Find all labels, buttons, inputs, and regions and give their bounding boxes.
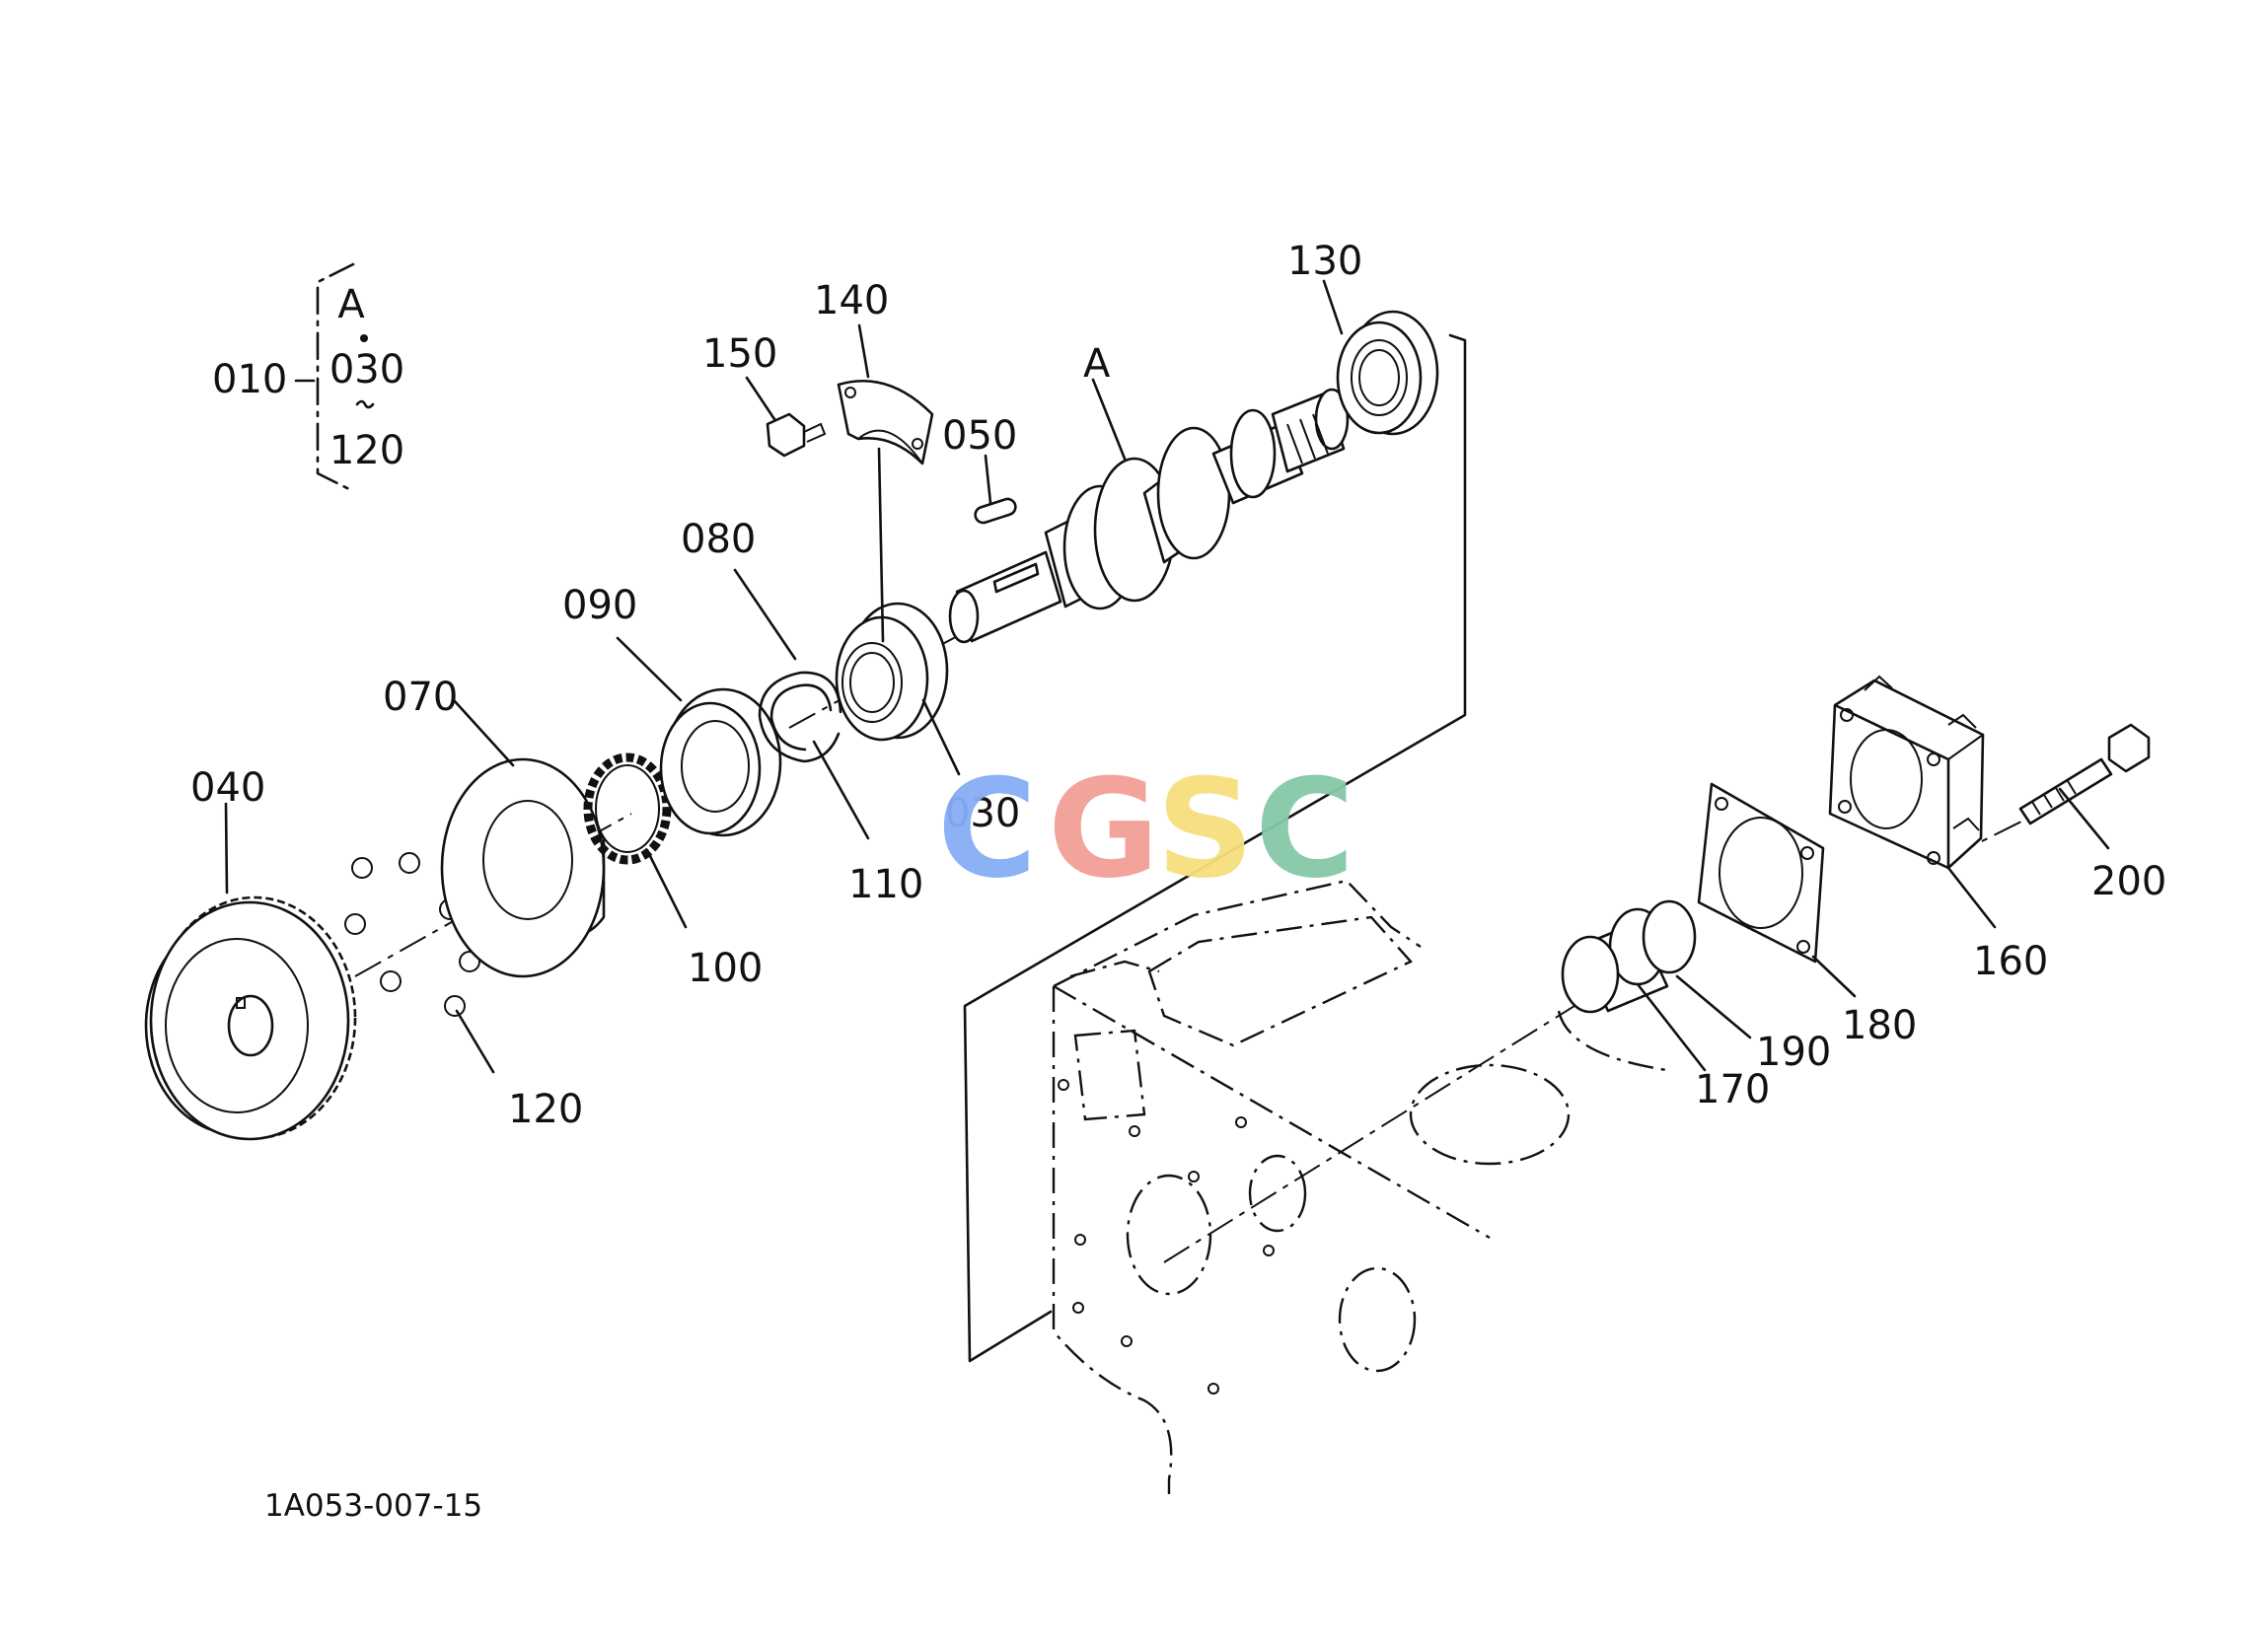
callout-120: 120 <box>508 1087 583 1132</box>
callout-040: 040 <box>190 765 265 811</box>
watermark-logo: C G S C <box>937 750 1354 908</box>
watermark-letter-3: S <box>1156 750 1254 908</box>
assembly-group-label: 010 <box>212 357 287 402</box>
bearing-090 <box>659 687 782 837</box>
callout-190: 190 <box>1756 1030 1831 1075</box>
watermark-letter-2: G <box>1048 750 1159 908</box>
watermark-letter-1: C <box>937 750 1037 908</box>
flange-070 <box>440 757 606 978</box>
ball-ring-100 <box>583 752 672 865</box>
assembly-sub-label-a: A <box>337 282 365 327</box>
gear-case-housing <box>1052 879 1668 1494</box>
key-050 <box>974 497 1017 525</box>
o-ring-190 <box>1642 899 1697 974</box>
callout-150: 150 <box>702 331 777 377</box>
callout-130: 130 <box>1287 239 1362 284</box>
assembly-sub-label-030: 030 <box>329 347 404 393</box>
assembly-sub-label-120: 120 <box>329 428 404 473</box>
bearing-030 <box>835 602 949 742</box>
exploded-view-frame <box>963 333 1467 1363</box>
callout-180: 180 <box>1842 1003 1917 1048</box>
housing-160 <box>1828 675 1985 870</box>
bearing-130 <box>1336 310 1439 436</box>
screw-150 <box>766 412 827 458</box>
callout-110: 110 <box>848 862 923 907</box>
reference-code: 1A053-007-15 <box>264 1488 482 1524</box>
callout-090: 090 <box>562 583 637 628</box>
callout-200: 200 <box>2091 859 2166 904</box>
callout-labels: 130 140 150 050 A 080 090 070 040 030 11… <box>190 239 2166 1132</box>
shaft-a <box>948 388 1350 644</box>
callout-050: 050 <box>942 413 1017 459</box>
bolt-200 <box>2018 723 2151 825</box>
callout-170: 170 <box>1695 1067 1770 1112</box>
callout-a: A <box>1083 341 1111 387</box>
gasket-180 <box>1697 782 1825 964</box>
callout-140: 140 <box>814 278 889 323</box>
leader-lines <box>224 279 2110 1074</box>
callout-160: 160 <box>1973 939 2048 984</box>
watermark-letter-4: C <box>1255 750 1354 908</box>
callout-070: 070 <box>383 675 458 720</box>
gear-040 <box>144 895 357 1141</box>
callout-030: 030 <box>945 791 1020 836</box>
callout-100: 100 <box>688 946 763 991</box>
assembly-bracket: 010 A 030 120 <box>212 262 404 493</box>
snap-ring-080 <box>758 671 842 763</box>
cover-segment-140 <box>837 379 934 465</box>
callout-080: 080 <box>681 517 756 562</box>
